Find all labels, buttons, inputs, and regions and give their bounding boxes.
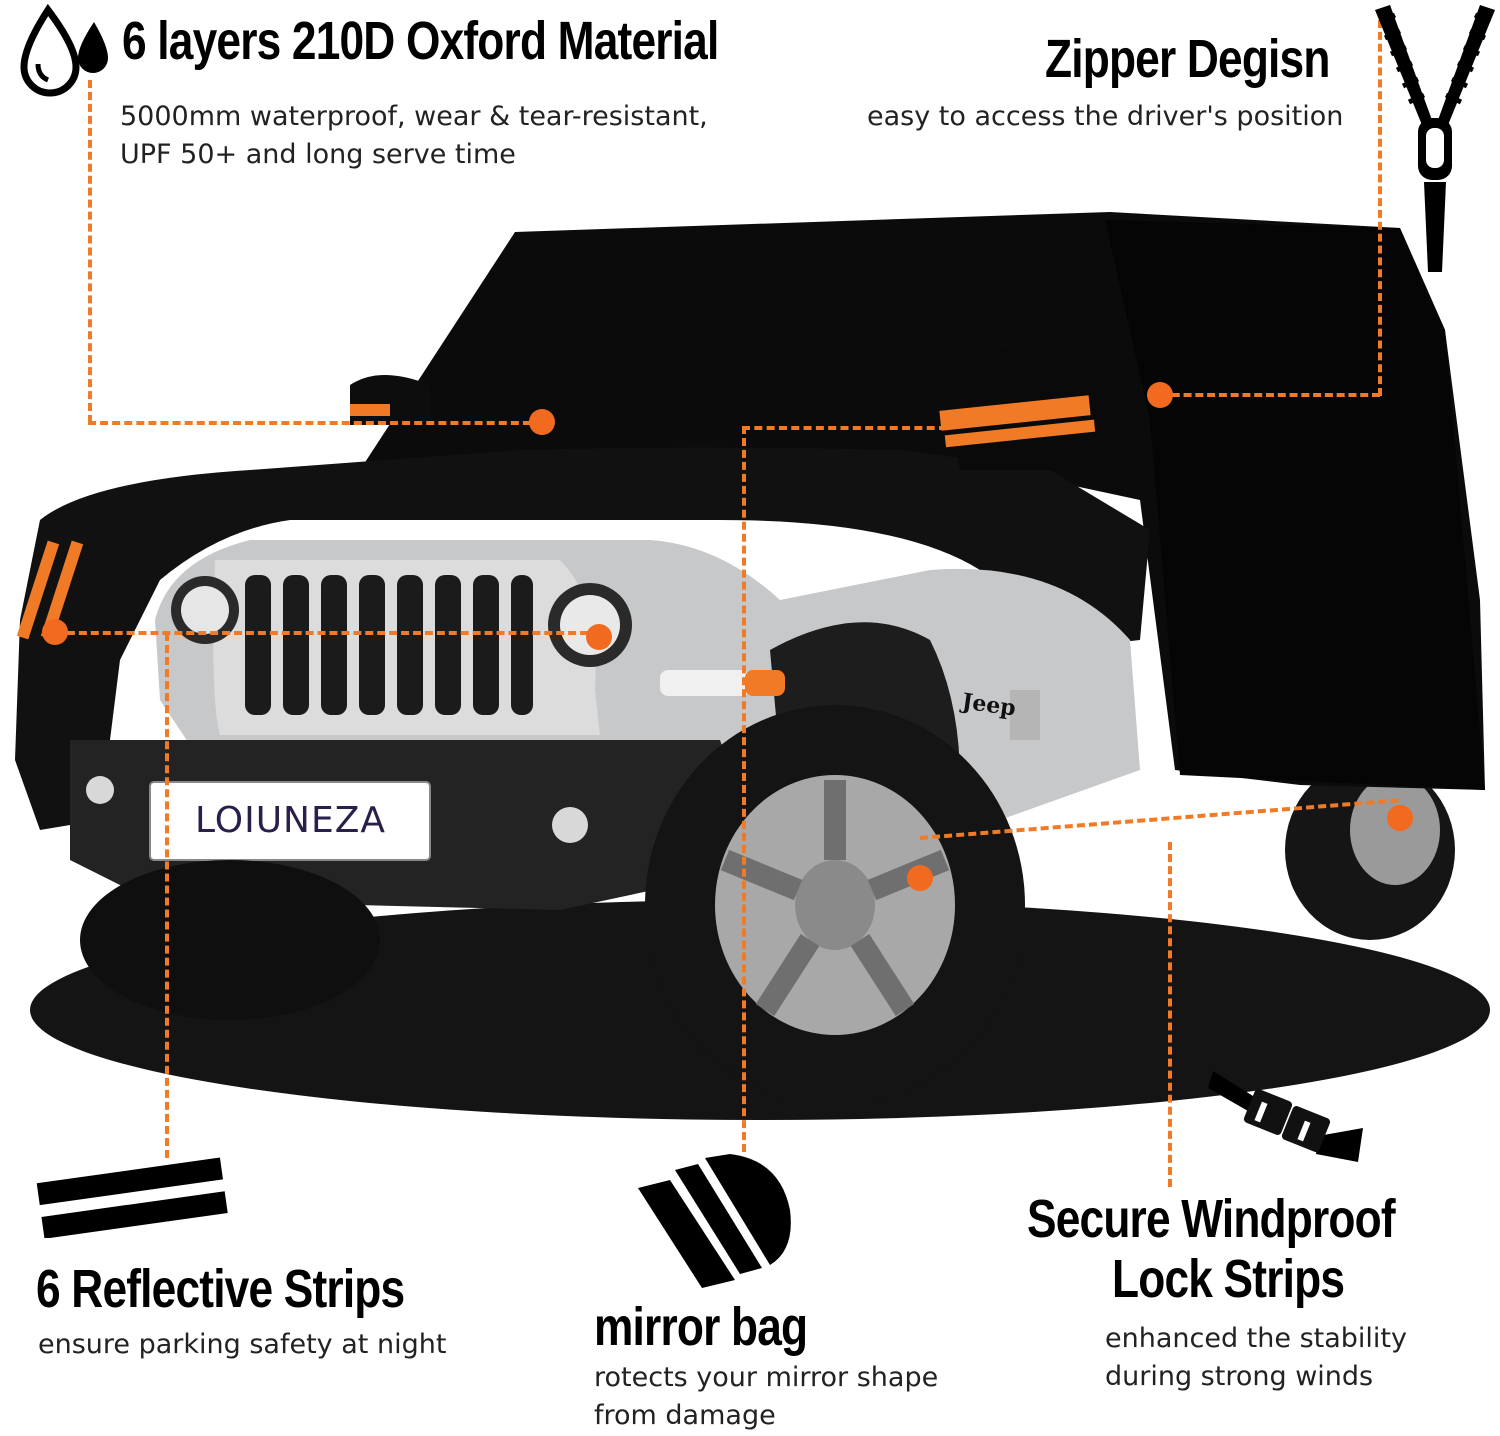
zipper-title: Zipper Degisn: [1045, 29, 1330, 89]
zipper-callout-dot: [1147, 382, 1173, 408]
material-callout-line: [88, 421, 543, 425]
mirror-callout-line: [742, 426, 746, 1152]
reflective-callout-dot: [586, 624, 612, 650]
windproof-callout-line: [1168, 842, 1172, 1187]
material-title: 6 layers 210D Oxford Material: [122, 11, 719, 71]
reflective-callout-line: [55, 631, 600, 635]
windproof-title-line1: Secure Windproof: [1027, 1189, 1396, 1249]
reflective-callout-dot: [42, 619, 68, 645]
water-drop-icon: [20, 3, 108, 97]
material-callout-line: [88, 80, 92, 423]
mirror-description-line2: from damage: [594, 1400, 776, 1431]
windproof-callout-dot: [907, 865, 933, 891]
reflective-description: ensure parking safety at night: [38, 1329, 447, 1360]
material-callout-dot: [529, 409, 555, 435]
windproof-title-line2: Lock Strips: [1112, 1249, 1345, 1309]
mirror-title: mirror bag: [594, 1297, 808, 1357]
buckle-strap-icon: [1208, 1071, 1363, 1162]
zipper-icon: [1375, 5, 1495, 272]
material-description-line1: 5000mm waterproof, wear & tear-resistant…: [120, 101, 708, 132]
mirror-bag-icon: [638, 1154, 791, 1288]
windproof-callout-dot: [1387, 805, 1413, 831]
mirror-callout-line: [742, 426, 947, 430]
material-description-line2: UPF 50+ and long serve time: [120, 139, 516, 170]
reflective-callout-line: [165, 633, 169, 1158]
windproof-description-line2: during strong winds: [1105, 1361, 1374, 1392]
reflective-title: 6 Reflective Strips: [36, 1259, 405, 1319]
zipper-callout-line: [1378, 20, 1382, 396]
reflective-strip-icon: [36, 1157, 228, 1238]
license-plate-text: LOIUNEZA: [194, 800, 387, 841]
zipper-callout-line: [1160, 393, 1380, 397]
zipper-description: easy to access the driver's position: [867, 101, 1344, 132]
windproof-description-line1: enhanced the stability: [1105, 1323, 1407, 1354]
mirror-description-line1: rotects your mirror shape: [594, 1362, 939, 1393]
